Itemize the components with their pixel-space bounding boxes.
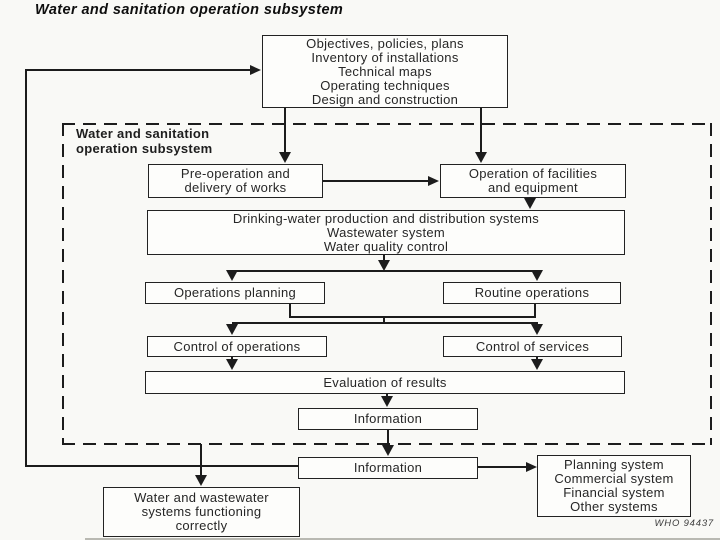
split-line-control [232,322,538,324]
inputs-line: Operating techniques [320,77,450,93]
external-systems-line: Commercial system [554,471,674,486]
external-systems-line: Other systems [570,499,658,514]
control-operations-box: Control of operations [147,336,327,357]
production-systems-box: Drinking-water production and distributi… [147,210,625,255]
arrow-to-operations-planning-head-icon [226,270,238,281]
production-systems-line: Water quality control [323,238,449,254]
arrow-to-control-services-head-icon [531,324,543,335]
arrow-preoperation-to-facilities-line [323,180,429,182]
operations-planning-label: Operations planning [173,285,297,300]
who-watermark: WHO 94437 [654,518,714,529]
pre-operation-box: Pre-operation and delivery of works [148,164,323,198]
information-inner-label: Information [353,411,423,426]
arrow-controlserv-to-evaluation-head-icon [531,359,543,370]
inputs-line: Objectives, policies, plans [306,35,464,51]
operations-planning-box: Operations planning [145,282,325,304]
subsystem-label: Water and sanitation operation subsystem [76,126,212,156]
arrow-production-down-line [383,255,385,262]
outcome-box: Water and wastewater systems functioning… [103,487,300,537]
arrow-subsystem-to-outcome-line [200,444,202,477]
inputs-box: Objectives, policies, plans Inventory of… [262,35,508,108]
evaluation-label: Evaluation of results [323,374,447,390]
arrow-preoperation-to-facilities-head-icon [428,176,439,186]
arrow-information-to-external-head-icon [526,462,537,472]
subsystem-boundary-left [62,123,64,445]
routine-operations-label: Routine operations [474,285,590,300]
arrow-information-to-external-line [478,466,528,468]
arrow-controlserv-to-evaluation-line [536,357,538,360]
arrow-to-control-operations-head-icon [226,324,238,335]
scan-edge-line [85,538,720,540]
outcome-line: systems functioning [141,504,262,519]
inputs-line: Inventory of installations [311,49,459,65]
subsystem-label-line: operation subsystem [76,141,213,156]
production-systems-line: Drinking-water production and distributi… [232,210,540,226]
subsystem-boundary-right [710,123,712,445]
collect-right-stub [534,304,536,318]
routine-operations-box: Routine operations [443,282,621,304]
arrow-controlops-to-evaluation-line [231,357,233,360]
arrow-to-routine-operations-head-icon [531,270,543,281]
external-systems-line: Financial system [563,485,665,500]
subsystem-label-line: Water and sanitation [76,126,210,141]
operation-facilities-line: Operation of facilities [468,166,598,181]
operation-facilities-box: Operation of facilities and equipment [440,164,626,198]
diagram-title: Water and sanitation operation subsystem [35,2,344,18]
split-line-planning-routine [232,270,538,272]
inputs-line: Design and construction [311,91,459,107]
information-outer-box: Information [298,457,478,479]
arrow-inputs-to-preoperation-head-icon [279,152,291,163]
pre-operation-line: Pre-operation and [180,166,291,181]
arrow-information-inner-to-outer-head-icon [382,445,394,456]
arrow-inputs-to-facilities-line [480,108,482,153]
subsystem-boundary-top [62,123,712,125]
collect-line [289,316,536,318]
evaluation-box: Evaluation of results [145,371,625,394]
collect-left-stub [289,304,291,318]
arrow-inputs-to-preoperation-line [284,108,286,153]
feedback-bottom-line [25,465,298,467]
feedback-left-line [25,69,27,467]
inputs-line: Technical maps [338,63,432,79]
information-outer-label: Information [353,460,423,475]
feedback-arrowhead-icon [250,65,261,75]
arrow-controlops-to-evaluation-head-icon [226,359,238,370]
outcome-line: Water and wastewater [134,490,269,505]
information-inner-box: Information [298,408,478,430]
arrow-evaluation-to-information-head-icon [381,396,393,407]
arrow-subsystem-to-outcome-head-icon [195,475,207,486]
control-services-box: Control of services [443,336,622,357]
operation-facilities-line: and equipment [488,180,578,195]
control-services-label: Control of services [475,338,590,354]
arrow-inputs-to-facilities-head-icon [475,152,487,163]
external-systems-box: Planning system Commercial system Financ… [537,455,691,517]
control-operations-label: Control of operations [173,338,301,354]
feedback-top-line [26,69,252,71]
arrow-evaluation-to-information-line [386,394,388,397]
arrow-facilities-to-production-head-icon [524,198,536,209]
outcome-line: correctly [175,518,228,533]
arrow-production-down-head-icon [378,260,390,271]
arrow-information-inner-to-outer-line [387,430,389,446]
collect-center-drop [383,316,385,324]
external-systems-line: Planning system [564,457,664,472]
production-systems-line: Wastewater system [326,224,446,240]
pre-operation-line: delivery of works [184,180,287,195]
